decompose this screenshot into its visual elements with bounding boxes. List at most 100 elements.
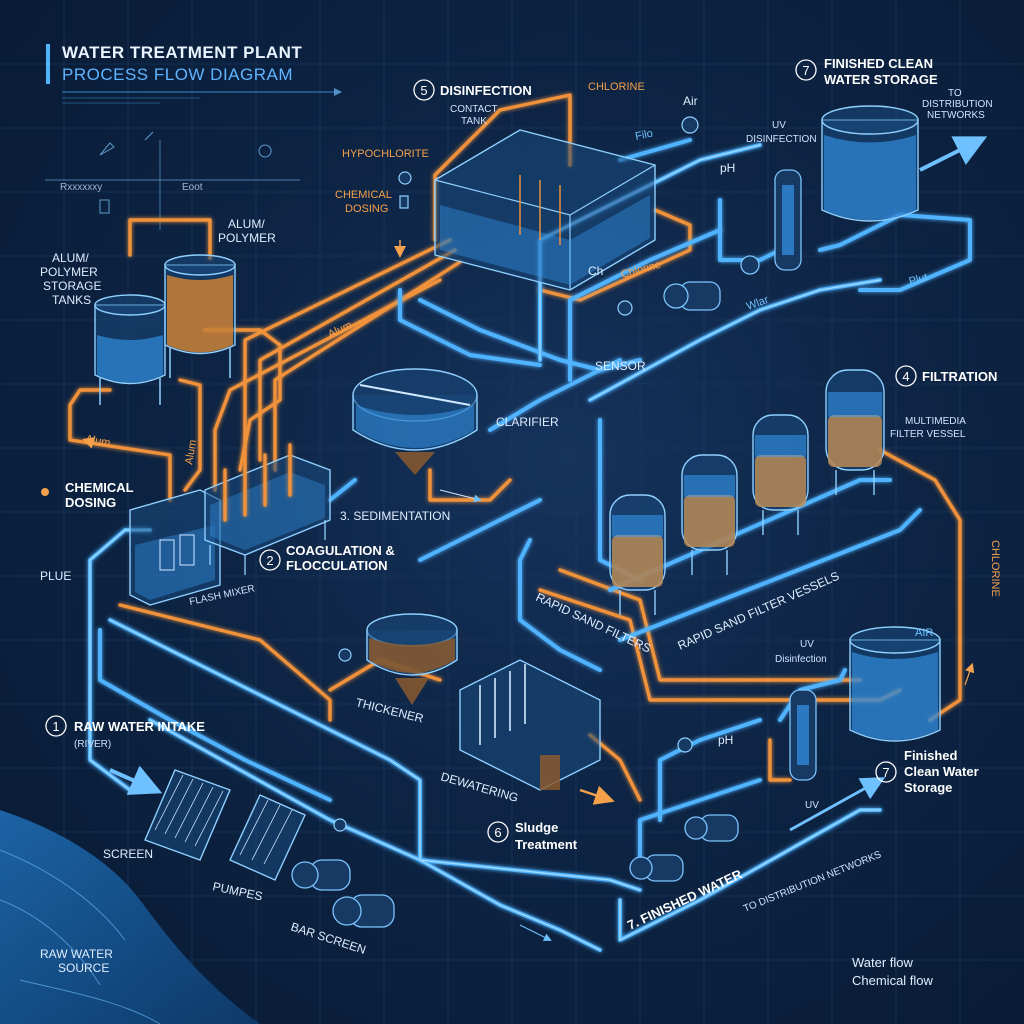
bottom-clean-water-storage-tank [849, 626, 941, 742]
label-storage-b: POLYMER [40, 265, 98, 279]
label-uv-top-a: UV [772, 120, 786, 131]
stage-5-badge: 5 [413, 79, 435, 101]
clarifier [352, 368, 512, 502]
label-uv-bottom-a: UV [800, 639, 814, 650]
svg-text:1: 1 [52, 719, 59, 734]
label-air-right: AIR [915, 627, 933, 639]
stage-7-top-label-a: FINISHED CLEAN [824, 56, 933, 71]
alum-storage-tank-left [94, 294, 166, 405]
chemical-dosing-icon [41, 488, 49, 496]
intake-pumps [291, 859, 395, 928]
stage-5-label: DISINFECTION [440, 83, 532, 98]
label-hypochlorite: HYPOCHLORITE [342, 148, 429, 160]
stage-3-label: 3. SEDIMENTATION [340, 509, 450, 523]
label-ph-top: pH [720, 161, 735, 175]
stage-7-bottom-label-a: Finished [904, 748, 958, 763]
label-screen: SCREEN [103, 847, 153, 861]
top-pump [663, 281, 721, 311]
label-storage-c: STORAGE [43, 279, 101, 293]
bar-screen [229, 794, 306, 881]
stage-2-badge: 2 [259, 549, 281, 571]
label-sensor: SENSOR [595, 359, 646, 373]
label-air-top: Air [683, 94, 698, 108]
label-filo: Filo [634, 128, 654, 143]
legend-chemical-label: Chemical flow [852, 973, 934, 988]
note-left: Rxxxxxxy [60, 182, 102, 193]
stage-1-sub: (RIVER) [74, 739, 111, 750]
dewatering-filter-press [459, 659, 601, 791]
header-dimensions: Rxxxxxxy Eoot [45, 131, 300, 230]
stage-4-label: FILTRATION [922, 369, 997, 384]
label-to-dist-bottom: TO DISTRIBUTION NETWORKS [742, 849, 883, 915]
rapid-sand-filter-3 [752, 414, 809, 511]
multimedia-filter-vessel [825, 369, 885, 471]
stage-6-badge: 6 [487, 821, 509, 843]
svg-text:6: 6 [494, 825, 501, 840]
label-alum-polymer-b: POLYMER [218, 231, 276, 245]
stage-1-label: RAW WATER INTAKE [74, 719, 205, 734]
thickener [366, 613, 458, 705]
svg-text:5: 5 [420, 83, 427, 98]
stage-1-badge: 1 [45, 715, 67, 737]
flow-arrows [82, 136, 988, 941]
stage-4-badge: 4 [895, 365, 917, 387]
label-to-dist-top-a: TO [948, 88, 962, 99]
stage-5-sub-a: CONTACT [450, 104, 498, 115]
label-ch: Ch [588, 264, 603, 278]
label-ph-bottom: pH [718, 733, 733, 747]
valves-and-gauges [333, 116, 699, 832]
label-alum-2: Alum [183, 439, 199, 466]
svg-text:7: 7 [802, 63, 809, 78]
svg-text:7: 7 [882, 765, 889, 780]
river [0, 810, 260, 1024]
rapid-sand-filter-1 [609, 494, 666, 591]
stage-2-label-a: COAGULATION & [286, 543, 395, 558]
label-chemical-dosing-b: DOSING [65, 495, 116, 510]
bottom-right-pumps [629, 814, 739, 882]
label-raw-water-b: SOURCE [58, 961, 109, 975]
stage-7-top-badge: 7 [795, 59, 817, 81]
label-uv-bottom: UV [805, 800, 819, 811]
stage-5-sub-b: TANK [461, 116, 487, 127]
label-clarifier: CLARIFIER [496, 415, 559, 429]
stage-7-bottom-label-c: Storage [904, 780, 952, 795]
label-chlorine-top: CHLORINE [588, 81, 645, 93]
top-uv-unit [740, 169, 802, 275]
label-storage-d: TANKS [52, 293, 91, 307]
label-multimedia-b: FILTER VESSEL [890, 429, 966, 440]
label-dewatering: DEWATERING [439, 769, 520, 805]
label-chlorine-right: CHLORINE [989, 540, 1001, 597]
label-plue: PLUE [40, 569, 71, 583]
stage-7-top-label-b: WATER STORAGE [824, 72, 938, 87]
title-line-1: WATER TREATMENT PLANT [62, 43, 302, 62]
label-to-dist-top-c: NETWORKS [927, 110, 985, 121]
label-plut: Plut [908, 271, 929, 288]
title-line-2: PROCESS FLOW DIAGRAM [62, 65, 293, 84]
label-raw-water-a: RAW WATER [40, 947, 113, 961]
rapid-sand-filter-2 [681, 454, 738, 551]
note-right: Eoot [182, 182, 203, 193]
legend-water-label: Water flow [852, 955, 914, 970]
label-multimedia-a: MULTIMEDIA [905, 416, 966, 427]
label-chlorine-mid: Chlorine [620, 259, 663, 281]
stage-2-label-b: FLOCCULATION [286, 558, 388, 573]
label-alum-1: Alum [84, 433, 111, 449]
disinfection-contact-tank [434, 129, 656, 291]
label-to-dist-top-b: DISTRIBUTION [922, 99, 993, 110]
top-clean-water-storage-tank [821, 105, 919, 222]
label-chem-dosing-top-b: DOSING [345, 203, 388, 215]
legend: Water flow Chemical flow [792, 955, 934, 988]
title-block: WATER TREATMENT PLANT PROCESS FLOW DIAGR… [46, 43, 342, 104]
label-alum-polymer-a: ALUM/ [228, 217, 265, 231]
svg-text:2: 2 [266, 553, 273, 568]
river-wave [0, 849, 161, 1024]
stage-6-label-a: Sludge [515, 820, 558, 835]
intake-screen [144, 769, 231, 861]
label-uv-bottom-b: Disinfection [775, 654, 827, 665]
svg-text:4: 4 [902, 369, 909, 384]
stage-7-bottom-label-b: Clean Water [904, 764, 979, 779]
stage-6-label-b: Treatment [515, 837, 578, 852]
label-uv-top-b: DISINFECTION [746, 134, 817, 145]
flocculation-basin [204, 443, 331, 575]
